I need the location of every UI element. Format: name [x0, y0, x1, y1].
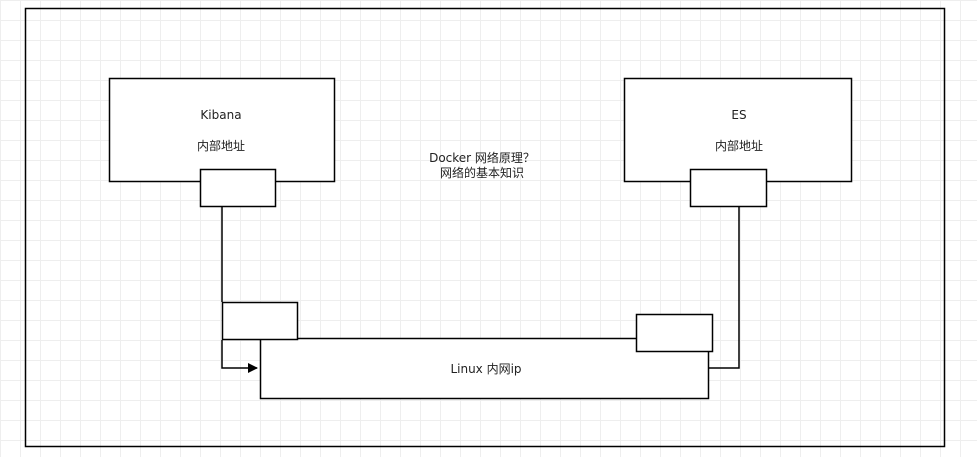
es-link-line: [708, 206, 740, 369]
left-arrow-connector: [221, 340, 258, 373]
linux-network-box[interactable]: [259, 337, 710, 400]
kibana-box[interactable]: [108, 77, 336, 183]
docker-network-question: Docker 网络原理？: [429, 151, 535, 165]
left-veth-box[interactable]: [221, 301, 299, 341]
linux-network-label: Linux 内网ip: [450, 362, 522, 376]
kibana-address-label: 内部地址: [196, 139, 245, 153]
outer-frame: [24, 7, 946, 448]
es-port[interactable]: [689, 168, 768, 208]
es-address-label: 内部地址: [714, 139, 763, 153]
right-veth-box[interactable]: [635, 313, 714, 353]
network-basics-label: 网络的基本知识: [439, 166, 524, 180]
es-name-label: ES: [731, 108, 747, 122]
es-box[interactable]: [623, 77, 853, 183]
kibana-name-label: Kibana: [200, 108, 242, 122]
kibana-port[interactable]: [199, 168, 277, 208]
